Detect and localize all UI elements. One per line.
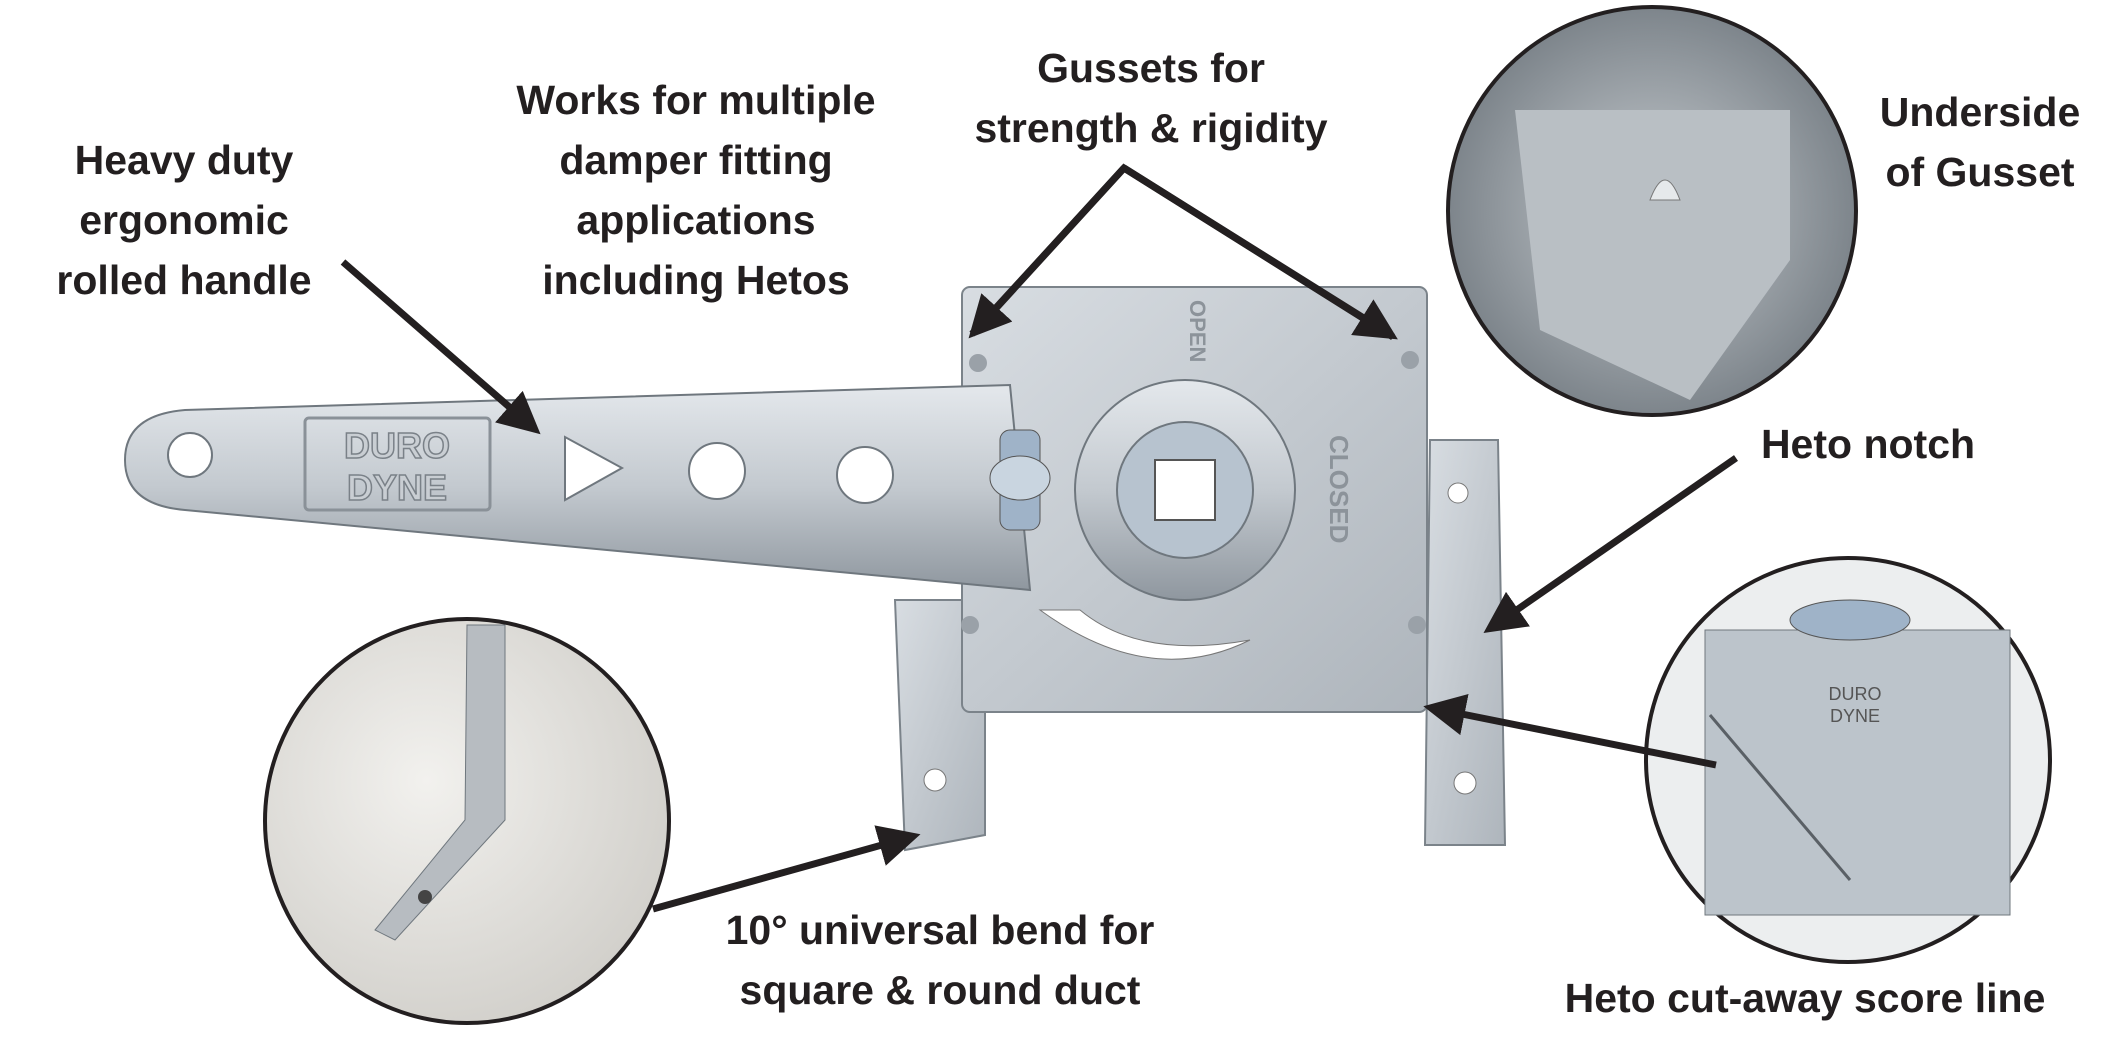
closed-stamp: CLOSED <box>1324 435 1354 543</box>
wing-nut <box>989 429 1051 531</box>
arrow-notch <box>1483 455 1738 633</box>
arrow-score <box>1423 693 1717 769</box>
callout-gussets: Gussets for strength & rigidity <box>974 45 1328 151</box>
callout-handle: Heavy duty ergonomic rolled handle <box>56 137 312 303</box>
open-stamp: OPEN <box>1185 300 1210 362</box>
callout-score-line: Heto cut-away score line <box>1564 975 2046 1021</box>
arrow-handle <box>340 259 541 435</box>
arrow-bend <box>652 825 921 913</box>
brand-stamp-line1: DURO <box>344 425 450 466</box>
zoom-brand-line1: DURO <box>1829 684 1882 704</box>
zoom-universal-bend <box>263 617 671 1025</box>
zoom-score-line: DURO DYNE <box>1644 556 2052 964</box>
callout-universal-bend: 10° universal bend for square & round du… <box>725 907 1155 1013</box>
zoom-brand-line2: DYNE <box>1830 706 1880 726</box>
callout-arrows <box>340 163 1738 913</box>
callout-heto-notch: Heto notch <box>1760 421 1976 467</box>
zoom-underside-gusset <box>1446 5 1858 417</box>
callout-underside-gusset: Underside of Gusset <box>1879 89 2081 195</box>
callout-multiple-applications: Works for multiple damper fitting applic… <box>516 77 876 303</box>
damper-handle: DURO DYNE <box>123 379 1296 601</box>
brand-stamp-line2: DYNE <box>347 467 447 508</box>
